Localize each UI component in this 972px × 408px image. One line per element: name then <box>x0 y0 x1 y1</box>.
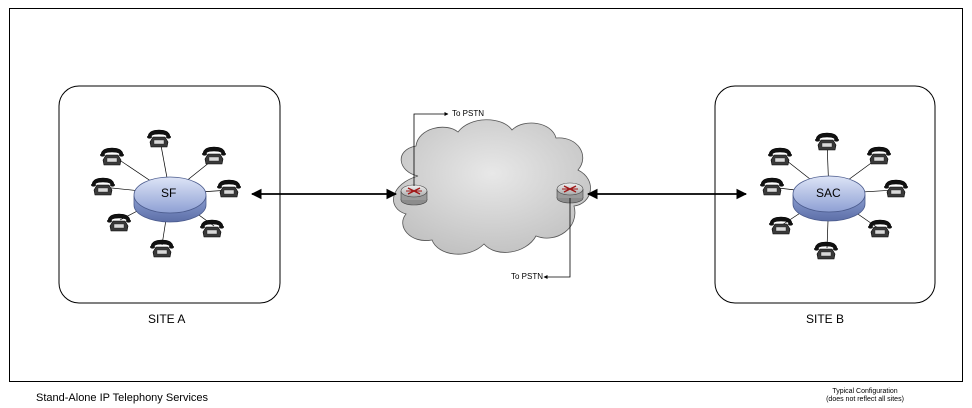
pstn-connector-top <box>413 112 449 186</box>
pbx-label-site-b: SAC <box>816 186 841 200</box>
pstn-connector-bottom <box>543 198 571 279</box>
router-icon <box>400 184 428 206</box>
pstn-label-bottom: To PSTN <box>511 272 544 281</box>
diagram-note: Typical Configuration (does not reflect … <box>800 388 930 404</box>
diagram-frame <box>9 8 963 382</box>
diagram-note-line2: (does not reflect all sites) <box>826 396 904 403</box>
pbx-label-site-a: SF <box>161 186 177 200</box>
diagram-note-line1: Typical Configuration <box>832 388 898 395</box>
pstn-label-top: To PSTN <box>452 109 485 118</box>
pbx-disk-icon <box>792 175 866 222</box>
site-b-group <box>714 85 936 304</box>
site-a-group <box>58 85 281 304</box>
site-a-label: SITE A <box>148 312 186 326</box>
pbx-disk-icon <box>133 176 207 223</box>
diagram-title: Stand-Alone IP Telephony Services <box>36 392 209 404</box>
site-b-label: SITE B <box>806 312 845 326</box>
